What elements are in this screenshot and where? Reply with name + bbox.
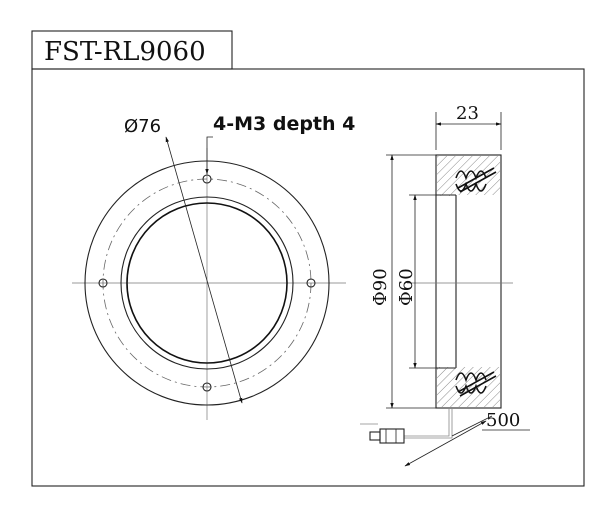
top-section-hatch (437, 156, 500, 196)
cable-wire (404, 408, 450, 437)
cable-ext-line (451, 415, 493, 437)
holes-leader (206, 136, 213, 160)
cable-length-label: 500 (486, 410, 520, 431)
outer-diameter-label: Φ90 (370, 268, 391, 306)
cable-length-dimension-line (404, 420, 487, 467)
mount-hole-left (98, 278, 108, 288)
holes-callout: 4-M3 depth 4 (213, 113, 355, 135)
mount-hole-right (306, 278, 316, 288)
bolt-circle-dimension-line (165, 136, 243, 404)
side-view: 23 Φ90 Φ60 (360, 103, 530, 467)
product-title: FST-RL9060 (44, 37, 206, 67)
connector-tip (369, 431, 381, 441)
led-coil-top (455, 167, 497, 193)
cable (360, 408, 453, 444)
front-view: Ø76 4-M3 depth 4 (72, 113, 355, 420)
cable-wire-2 (404, 408, 453, 439)
cable-connector (379, 428, 405, 444)
inner-diameter-label: Φ60 (396, 268, 417, 306)
width-label: 23 (456, 103, 479, 124)
title-block: FST-RL9060 (31, 30, 233, 70)
drawing-frame (31, 68, 585, 487)
ring-body-outline (435, 154, 502, 409)
bolt-circle-label: Ø76 (124, 116, 161, 137)
led-coil-bottom (455, 371, 497, 397)
